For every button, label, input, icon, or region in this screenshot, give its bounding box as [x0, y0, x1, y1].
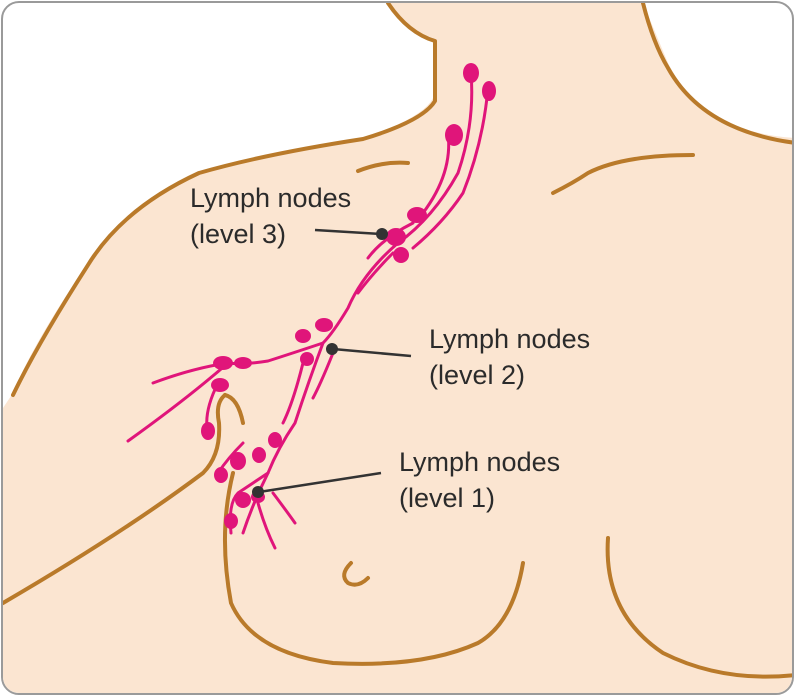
right-breast-outline [605, 536, 792, 679]
breast-outline [223, 471, 525, 666]
leader-line-level1 [258, 471, 382, 494]
lymph-node-diagram: Lymph nodes (level 3) Lymph nodes (level… [3, 3, 792, 693]
label-level3: Lymph nodes (level 3) [190, 183, 351, 249]
pointer-dot-level2 [326, 343, 338, 355]
label-level3-line1: Lymph nodes [190, 183, 351, 213]
label-level1: Lymph nodes (level 1) [399, 447, 560, 513]
label-level3-line2: (level 3) [190, 219, 286, 249]
arm-outline [3, 393, 227, 605]
label-level1-line1: Lymph nodes [399, 447, 560, 477]
label-level1-line2: (level 1) [399, 483, 495, 513]
left-clavicle [356, 160, 410, 173]
pointer-dot-level1 [252, 486, 264, 498]
nipple [342, 561, 370, 587]
torso-skin [3, 3, 792, 693]
label-level2-line1: Lymph nodes [429, 324, 590, 354]
label-level2-line2: (level 2) [429, 360, 525, 390]
right-clavicle [551, 153, 695, 195]
leader-line-level3 [314, 228, 382, 236]
label-level2: Lymph nodes (level 2) [429, 324, 590, 390]
armpit-outline [223, 393, 245, 425]
neck-right-outline [641, 3, 792, 145]
neck-left-outline [11, 3, 437, 397]
pointer-dot-level3 [376, 228, 388, 240]
leader-line-level2 [332, 347, 412, 358]
lymph-nodes [201, 63, 496, 529]
